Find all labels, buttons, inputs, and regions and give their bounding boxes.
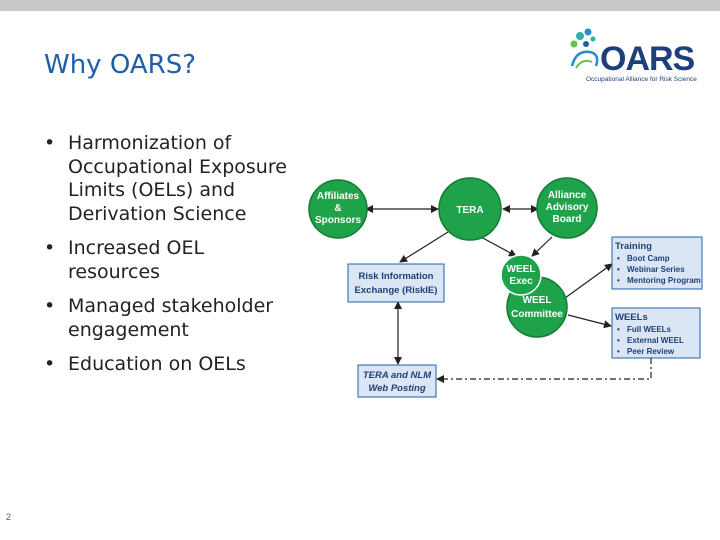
node-alliance-line: Advisory <box>546 202 589 213</box>
node-affiliates-line: Affiliates <box>317 191 360 202</box>
box-weels-item: Full WEELs <box>627 325 672 334</box>
box-weels: WEELs • Full WEELs • External WEEL • Pee… <box>611 307 701 359</box>
connector-alliance-weelexec <box>531 236 553 257</box>
box-web-posting-line: Web Posting <box>368 383 426 394</box>
node-weel-exec-line: WEEL <box>507 264 536 275</box>
box-weels-title: WEELs <box>615 312 648 323</box>
connector-tera-weelexec <box>480 236 517 257</box>
connector-tera-riskie <box>399 231 449 263</box>
box-training-item: Mentoring Program <box>627 276 701 285</box>
node-affiliates-line: Sponsors <box>315 215 362 226</box>
diagram-connectors <box>365 205 652 383</box>
node-affiliates: Affiliates & Sponsors <box>308 179 368 239</box>
bullet-text: Harmonization of Occupational Exposure L… <box>68 132 287 225</box>
connector-weels-webposting <box>436 358 652 383</box>
bullet-item: •Harmonization of Occupational Exposure … <box>44 132 287 225</box>
page-number: 2 <box>6 512 12 522</box>
box-training: Training • Boot Camp • Webinar Series • … <box>611 236 703 290</box>
node-weel-committee-line: WEEL <box>523 295 552 306</box>
node-alliance-line: Alliance <box>548 190 587 201</box>
slide-title: Why OARS? <box>44 50 197 80</box>
box-riskie-line: Exchange (RiskIE) <box>355 285 438 296</box>
box-training-bullet: • <box>617 265 620 274</box>
box-weels-bullet: • <box>617 336 620 345</box>
bullet-item: •Increased OEL resources <box>44 237 205 283</box>
node-weel-exec: WEEL Exec <box>500 254 542 296</box>
node-weel-exec-line: Exec <box>509 276 533 287</box>
top-bar <box>0 0 720 11</box>
box-web-posting: TERA and NLM Web Posting <box>357 364 437 398</box>
box-riskie: Risk Information Exchange (RiskIE) <box>347 263 445 303</box>
connector-weel-training <box>564 263 613 299</box>
box-web-posting-line: TERA and NLM <box>363 370 432 381</box>
box-training-bullet: • <box>617 276 620 285</box>
box-training-item: Webinar Series <box>627 265 685 274</box>
logo-flower-icon <box>570 28 599 69</box>
box-riskie-line: Risk Information <box>359 271 434 282</box>
bullet-text: Managed stakeholder engagement <box>68 295 274 341</box>
box-training-title: Training <box>615 241 652 252</box>
box-weels-item: Peer Review <box>627 347 675 356</box>
node-tera-label: TERA <box>456 205 483 216</box>
bullet-text: Increased OEL resources <box>68 237 205 283</box>
node-alliance: Alliance Advisory Board <box>536 177 598 239</box>
node-alliance-line: Board <box>553 214 582 225</box>
node-tera: TERA <box>438 177 502 241</box>
oars-logo-icon <box>570 28 599 69</box>
bullet-item: •Education on OELs <box>44 353 246 375</box>
box-training-item: Boot Camp <box>627 254 670 263</box>
connector-weel-weels <box>567 314 612 329</box>
box-training-bullet: • <box>617 254 620 263</box>
node-weel-committee-line: Committee <box>511 309 563 320</box>
box-weels-item: External WEEL <box>627 336 684 345</box>
box-weels-bullet: • <box>617 347 620 356</box>
node-affiliates-line: & <box>334 203 341 214</box>
bullet-item: •Managed stakeholder engagement <box>44 295 274 341</box>
bullet-text: Education on OELs <box>68 353 246 375</box>
logo-word: OARS <box>600 40 695 78</box>
bullet-list: •Harmonization of Occupational Exposure … <box>44 132 294 388</box>
logo-tagline: Occupational Alliance for Risk Science <box>586 76 697 83</box>
box-weels-bullet: • <box>617 325 620 334</box>
